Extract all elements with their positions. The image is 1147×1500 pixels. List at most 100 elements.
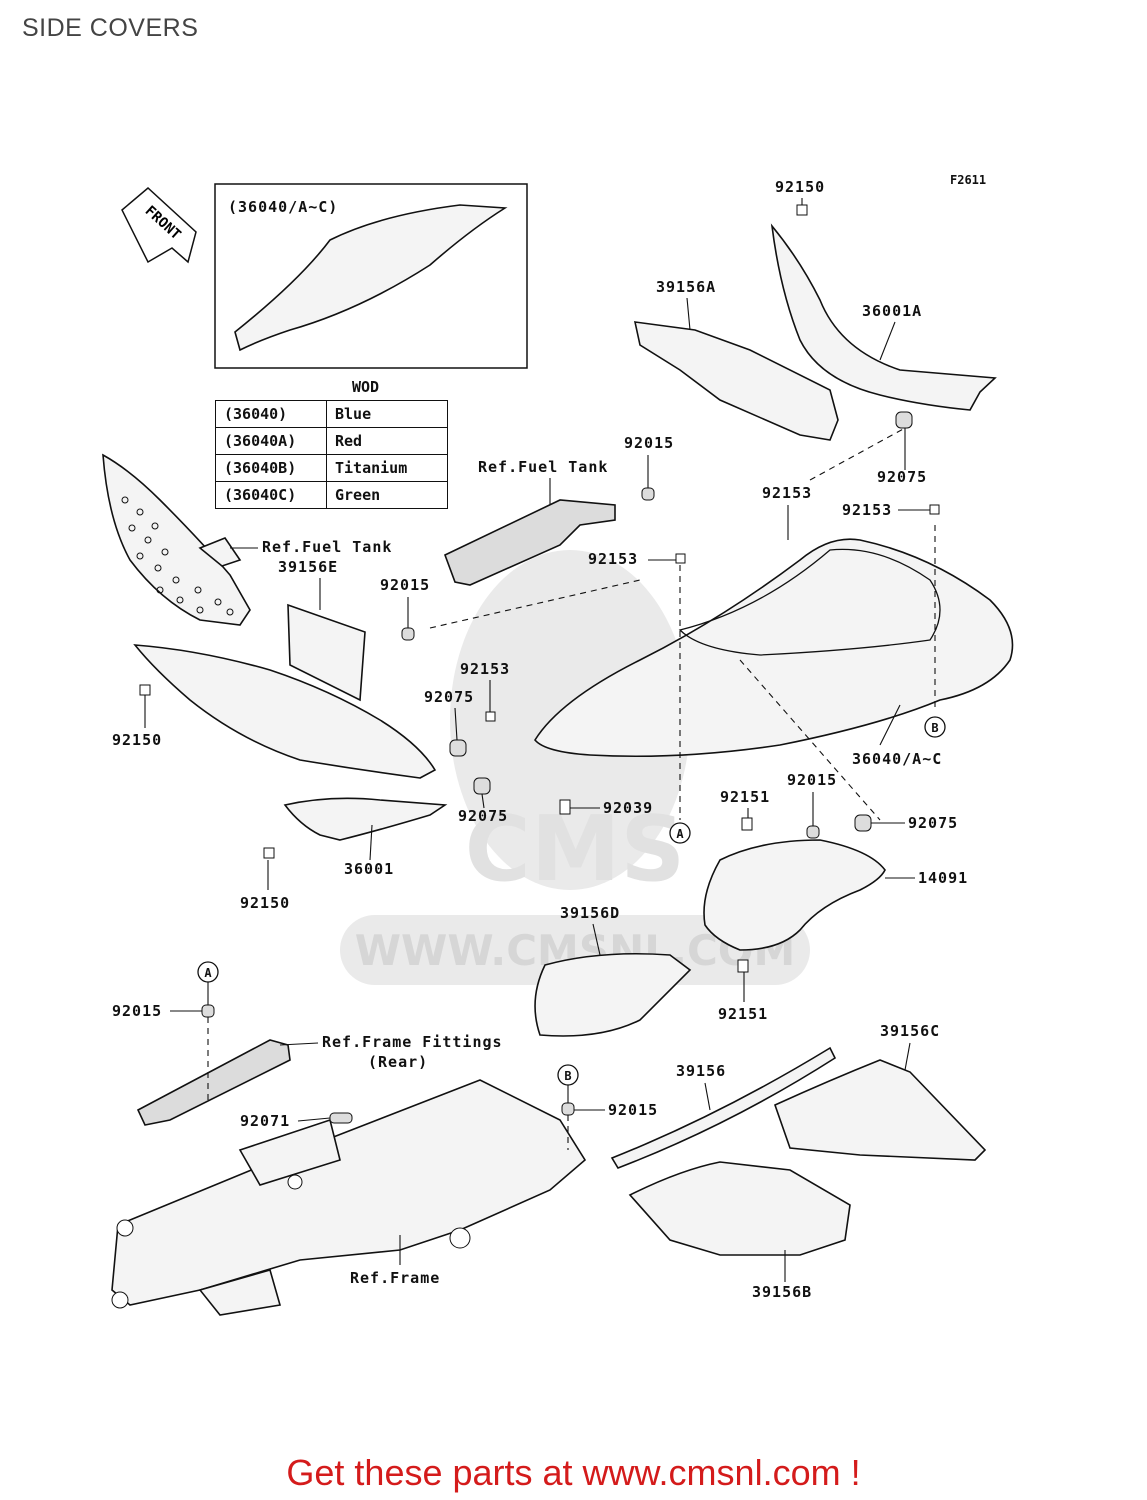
- label-92015-e: 92015: [608, 1101, 658, 1119]
- label-92015-b: 92015: [380, 576, 430, 594]
- marker-b-right: B: [924, 716, 946, 738]
- wod-row: (36040) Blue: [215, 400, 448, 428]
- bolt-92153-a: [675, 553, 686, 564]
- inset-side-cover: [234, 204, 508, 352]
- grommet-92075-a: [895, 411, 913, 429]
- footer-link[interactable]: Get these parts at www.cmsnl.com !: [286, 1452, 861, 1493]
- pad-39156D: [534, 952, 692, 1037]
- bolt-92150-top: [796, 204, 808, 216]
- pad-39156E: [287, 603, 366, 702]
- wod-row: (36040B) Titanium: [215, 454, 448, 482]
- wod-code: (36040A): [215, 427, 327, 455]
- marker-a-left: A: [197, 961, 219, 983]
- label-92075-b: 92075: [424, 688, 474, 706]
- label-39156E: 39156E: [278, 558, 338, 576]
- label-39156D: 39156D: [560, 904, 620, 922]
- bolt-92150-bottom: [263, 847, 275, 859]
- side-cover-36001: [133, 644, 437, 779]
- cover-36001A: [770, 223, 997, 411]
- wod-color: Blue: [326, 400, 448, 428]
- watermark-logo-text: CMS: [465, 797, 685, 902]
- wod-code: (36040C): [215, 481, 327, 509]
- svg-text:A: A: [676, 827, 684, 841]
- label-ref-frame: Ref.Frame: [350, 1269, 440, 1287]
- front-side-cover-perforated: [102, 453, 251, 626]
- wod-row: (36040C) Green: [215, 481, 448, 509]
- wod-table: (36040) Blue (36040A) Red (36040B) Titan…: [215, 400, 448, 509]
- frame-fitting-rear: [136, 1039, 291, 1126]
- label-92075-a: 92075: [877, 468, 927, 486]
- label-92015-a: 92015: [624, 434, 674, 452]
- figure-code: F2611: [950, 173, 986, 187]
- bolt-92151-b: [737, 959, 749, 973]
- tail-cover-36040: [534, 538, 1014, 758]
- label-ref-frame-fittings-sub: (Rear): [368, 1053, 428, 1071]
- label-92153-a: 92153: [588, 550, 638, 568]
- label-92151-b: 92151: [718, 1005, 768, 1023]
- label-ref-frame-fittings: Ref.Frame Fittings: [322, 1033, 503, 1051]
- front-arrow-icon: FRONT: [121, 187, 197, 264]
- inset-label: (36040/A~C): [228, 198, 338, 216]
- rear-frame: [111, 1079, 587, 1316]
- label-92150-bottom: 92150: [240, 894, 290, 912]
- collar-92015-a: [641, 487, 655, 501]
- grommet-92075-d: [854, 814, 872, 832]
- label-39156A: 39156A: [656, 278, 716, 296]
- side-cover-36001-lower: [283, 797, 448, 841]
- wod-header: WOD: [352, 378, 380, 396]
- label-92075-c: 92075: [458, 807, 508, 825]
- page-title: SIDE COVERS: [22, 14, 199, 42]
- svg-text:B: B: [931, 721, 938, 735]
- fuel-tank-bracket: [443, 499, 616, 586]
- collar-92015-c: [806, 825, 820, 839]
- marker-b-bottom: B: [557, 1064, 579, 1086]
- wod-color: Green: [326, 481, 448, 509]
- collar-92015-d: [201, 1004, 215, 1018]
- pad-39156A: [633, 321, 839, 441]
- label-92039: 92039: [603, 799, 653, 817]
- pad-39156C: [774, 1059, 987, 1161]
- label-92015-d: 92015: [112, 1002, 162, 1020]
- wod-row: (36040A) Red: [215, 427, 448, 455]
- grommet-92075-c: [473, 777, 491, 795]
- label-36001A: 36001A: [862, 302, 922, 320]
- bolt-92153-d: [485, 711, 496, 722]
- label-39156C: 39156C: [880, 1022, 940, 1040]
- bolt-92039: [559, 799, 571, 815]
- marker-a-center: A: [669, 822, 691, 844]
- svg-text:B: B: [564, 1069, 571, 1083]
- label-92153-d: 92153: [460, 660, 510, 678]
- label-ref-fuel-tank-2: Ref.Fuel Tank: [262, 538, 392, 556]
- stopper-92071: [329, 1112, 353, 1124]
- svg-text:A: A: [204, 966, 212, 980]
- label-36001: 36001: [344, 860, 394, 878]
- label-ref-fuel-tank-1: Ref.Fuel Tank: [478, 458, 608, 476]
- label-92075-d: 92075: [908, 814, 958, 832]
- label-92150-top: 92150: [775, 178, 825, 196]
- collar-92015-b: [401, 627, 415, 641]
- bolt-92150-left: [139, 684, 151, 696]
- label-39156B: 39156B: [752, 1283, 812, 1301]
- wod-code: (36040B): [215, 454, 327, 482]
- wod-color: Red: [326, 427, 448, 455]
- label-39156: 39156: [676, 1062, 726, 1080]
- collar-92015-e: [561, 1102, 575, 1116]
- label-92071: 92071: [240, 1112, 290, 1130]
- wod-color: Titanium: [326, 454, 448, 482]
- grommet-92075-b: [449, 739, 467, 757]
- label-36040: 36040/A~C: [852, 750, 942, 768]
- label-92153-c: 92153: [842, 501, 892, 519]
- cover-14091: [703, 839, 886, 951]
- label-92150-left: 92150: [112, 731, 162, 749]
- strip-39156: [610, 1046, 837, 1169]
- inset-box: [214, 183, 528, 369]
- bolt-92151-a: [741, 817, 753, 831]
- label-14091: 14091: [918, 869, 968, 887]
- pad-39156B: [628, 1161, 851, 1256]
- wod-code: (36040): [215, 400, 327, 428]
- label-92015-c: 92015: [787, 771, 837, 789]
- bolt-92153-c: [929, 504, 940, 515]
- label-92153-b: 92153: [762, 484, 812, 502]
- label-92151-a: 92151: [720, 788, 770, 806]
